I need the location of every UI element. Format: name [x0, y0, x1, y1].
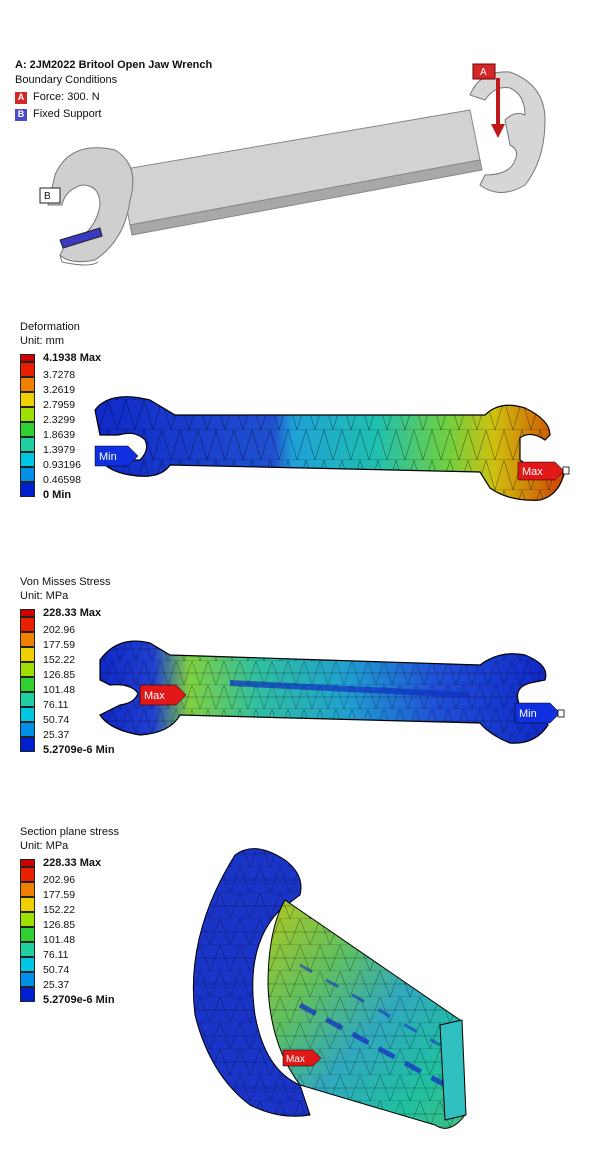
legend-label: 228.33 Max [43, 857, 102, 869]
legend-label: 126.85 [43, 669, 76, 681]
legend-label: 3.2619 [43, 384, 76, 396]
legend-label: 101.48 [43, 934, 76, 946]
legend-label: 5.2709e-6 Min [43, 994, 115, 1006]
legend-label: 5.2709e-6 Min [43, 744, 115, 756]
legend-label: 0 Min [43, 489, 72, 501]
legend-label: 50.74 [43, 964, 70, 976]
section-unit: Unit: MPa [20, 840, 69, 852]
deformation-panel: Deformation Unit: mm 4.1938 Max 3.7278 3… [0, 310, 600, 540]
boundary-conditions-panel: A: 2JM2022 Britool Open Jaw Wrench Bound… [0, 0, 600, 280]
legend-label: 228.33 Max [43, 607, 102, 619]
analysis-title: A: 2JM2022 Britool Open Jaw Wrench [15, 59, 213, 71]
legend-label: 4.1938 Max [43, 352, 102, 364]
force-badge: A [15, 91, 27, 104]
section-cut-face [439, 1019, 467, 1121]
deformation-title: Deformation [20, 321, 80, 333]
svg-text:A: A [480, 67, 487, 78]
legend-label: 2.7959 [43, 399, 76, 411]
legend-label: 202.96 [43, 624, 76, 636]
legend-label: 76.11 [43, 949, 69, 961]
legend-label: 126.85 [43, 919, 76, 931]
legend-label: 152.22 [43, 654, 76, 666]
von-mises-panel: Von Misses Stress Unit: MPa 228.33 Max 2… [0, 565, 600, 785]
deformation-contour-view[interactable]: Min Max [0, 310, 600, 540]
wrench-model-view[interactable]: A B [0, 0, 600, 280]
max-tag: Max [517, 461, 570, 481]
deformation-unit: Unit: mm [20, 335, 64, 347]
fixed-support-label: Fixed Support [33, 108, 102, 120]
von-mises-unit: Unit: MPa [20, 590, 69, 602]
svg-text:Max: Max [144, 690, 165, 702]
legend-label: 202.96 [43, 874, 76, 886]
force-label: Force: 300. N [33, 91, 100, 103]
bc-header: A: 2JM2022 Britool Open Jaw Wrench Bound… [15, 58, 212, 122]
section-legend: Section plane stress Unit: MPa 228.33 Ma… [20, 825, 120, 1006]
legend-label: 1.8639 [43, 429, 76, 441]
legend-label: 152.22 [43, 904, 76, 916]
max-tag: Max [282, 1049, 322, 1067]
legend-label: 0.46598 [43, 474, 81, 486]
max-tag: Max [139, 684, 187, 706]
legend-label: 76.11 [43, 699, 69, 711]
svg-text:Min: Min [99, 451, 117, 463]
section-plane-view[interactable]: Max [0, 815, 600, 1164]
legend-label: 101.48 [43, 684, 76, 696]
legend-label: 177.59 [43, 889, 76, 901]
section-plane-panel: Section plane stress Unit: MPa 228.33 Ma… [0, 815, 600, 1164]
legend-label: 2.3299 [43, 414, 76, 426]
svg-text:B: B [44, 191, 51, 202]
wrench-right-head [469, 71, 546, 193]
deformation-legend: Deformation Unit: mm 4.1938 Max 3.7278 3… [20, 320, 101, 501]
svg-text:Max: Max [522, 466, 543, 478]
von-mises-title: Von Misses Stress [20, 576, 111, 588]
von-mises-legend: Von Misses Stress Unit: MPa 228.33 Max 2… [20, 575, 115, 756]
legend-label: 50.74 [43, 714, 70, 726]
fixed-support-badge: B [15, 108, 27, 121]
wrench-handle [119, 109, 481, 226]
min-tag: Min [94, 445, 139, 467]
legend-label: 25.37 [43, 979, 70, 991]
bc-item-force[interactable]: A Force: 300. N [15, 90, 212, 105]
svg-text:Min: Min [519, 708, 537, 720]
bc-subtitle: Boundary Conditions [15, 74, 118, 86]
von-mises-contour-view[interactable]: Max Min [0, 565, 600, 785]
legend-label: 1.3979 [43, 444, 76, 456]
svg-text:Max: Max [286, 1054, 305, 1065]
legend-label: 0.93196 [43, 459, 81, 471]
tag-a: A [472, 63, 496, 80]
min-tag: Min [514, 702, 565, 724]
legend-label: 3.7278 [43, 369, 76, 381]
legend-label: 177.59 [43, 639, 76, 651]
tag-b: B [39, 187, 61, 204]
fixed-support-face [59, 227, 103, 249]
section-title: Section plane stress [20, 826, 120, 838]
legend-label: 25.37 [43, 729, 70, 741]
wrench-left-head [47, 147, 134, 263]
bc-item-fixed[interactable]: B Fixed Support [15, 107, 212, 122]
